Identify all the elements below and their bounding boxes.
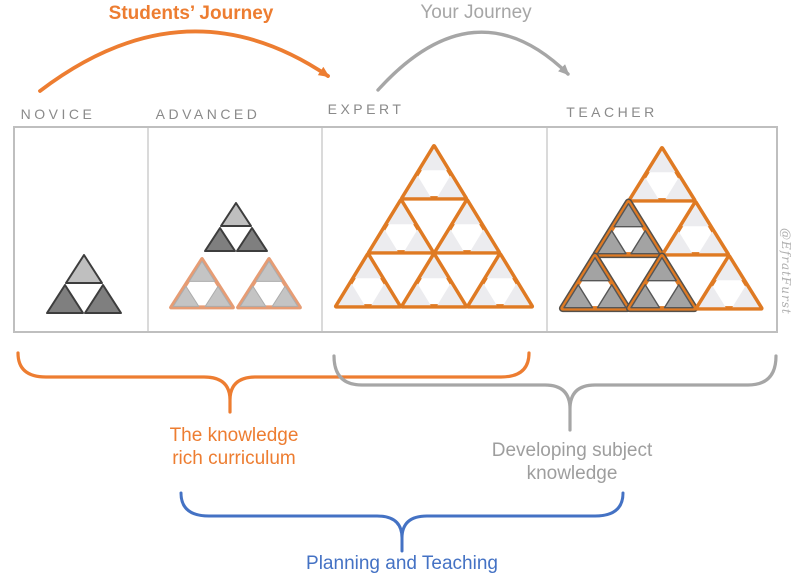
- inner-triangle: [437, 283, 464, 306]
- subject-brace-label-line1: Developing subject: [491, 440, 653, 461]
- inner-triangle: [663, 284, 694, 309]
- inner-triangle: [580, 257, 610, 282]
- inner-triangle: [404, 229, 431, 252]
- your-journey-arrow-icon: [376, 30, 570, 92]
- inner-triangle: [420, 148, 448, 171]
- curriculum-brace-icon: [16, 351, 531, 414]
- inner-triangle: [682, 204, 709, 227]
- inner-triangle: [354, 256, 382, 279]
- teacher-figure: [558, 146, 764, 313]
- inner-triangle: [631, 177, 659, 200]
- curriculum-brace-label: The knowledge rich curriculum: [170, 424, 299, 470]
- subject-brace-label-line2: knowledge: [526, 463, 618, 484]
- stage-label-teacher: TEACHER: [566, 104, 658, 120]
- stage-label-novice: NOVICE: [20, 106, 96, 122]
- inner-triangle: [648, 150, 676, 173]
- inner-triangle: [665, 231, 693, 254]
- curriculum-brace-label-line2: rich curriculum: [172, 448, 296, 469]
- inner-triangle: [715, 258, 743, 281]
- inner-triangle: [172, 285, 200, 307]
- watermark: @EfratFurst: [779, 228, 793, 315]
- inner-triangle: [470, 283, 497, 306]
- inner-triangle: [453, 202, 481, 225]
- planning-brace-label: Planning and Teaching: [306, 553, 498, 574]
- inner-triangle: [563, 284, 594, 309]
- small-triangle-light: [220, 202, 252, 227]
- inner-triangle: [204, 285, 232, 307]
- subject-brace-label: Developing subject knowledge: [492, 439, 653, 485]
- students-journey-arrow-icon: [38, 29, 330, 93]
- inner-triangle: [188, 260, 216, 282]
- inner-triangle: [420, 256, 448, 279]
- stage-label-advanced: ADVANCED: [155, 106, 261, 122]
- inner-triangle: [630, 284, 661, 309]
- inner-triangle: [255, 260, 283, 282]
- small-triangle-dark: [84, 284, 122, 314]
- advanced-figure: [169, 202, 302, 310]
- small-triangle-light: [65, 254, 103, 284]
- inner-triangle: [371, 229, 398, 252]
- inner-triangle: [239, 285, 267, 307]
- inner-triangle: [732, 285, 760, 308]
- small-triangle-dark: [204, 227, 236, 252]
- inner-triangle: [387, 202, 415, 225]
- inner-triangle: [404, 283, 431, 306]
- inner-triangle: [698, 231, 726, 254]
- planning-brace-icon: [179, 491, 625, 553]
- inner-triangle: [630, 229, 661, 255]
- inner-triangle: [698, 285, 726, 308]
- students-journey-label: Students’ Journey: [108, 3, 274, 24]
- inner-triangle: [404, 175, 431, 198]
- stage-label-expert: EXPERT: [327, 101, 405, 117]
- subject-brace-icon: [332, 354, 778, 432]
- your-journey-label: Your Journey: [420, 2, 532, 23]
- inner-triangle: [338, 283, 365, 306]
- inner-triangle: [271, 285, 299, 307]
- inner-triangle: [665, 177, 693, 200]
- novice-figure: [46, 254, 122, 314]
- inner-triangle: [503, 283, 530, 306]
- inner-triangle: [647, 257, 677, 282]
- inner-triangle: [596, 284, 627, 309]
- expert-figure: [333, 144, 535, 309]
- curriculum-brace-label-line1: The knowledge: [169, 425, 299, 446]
- inner-triangle: [486, 256, 514, 279]
- small-triangle-dark: [236, 227, 268, 252]
- inner-triangle: [613, 202, 644, 228]
- inner-triangle: [596, 229, 627, 255]
- inner-triangle: [437, 229, 464, 252]
- inner-triangle: [470, 229, 497, 252]
- small-triangle-dark: [46, 284, 84, 314]
- inner-triangle: [437, 175, 464, 198]
- inner-triangle: [371, 283, 398, 306]
